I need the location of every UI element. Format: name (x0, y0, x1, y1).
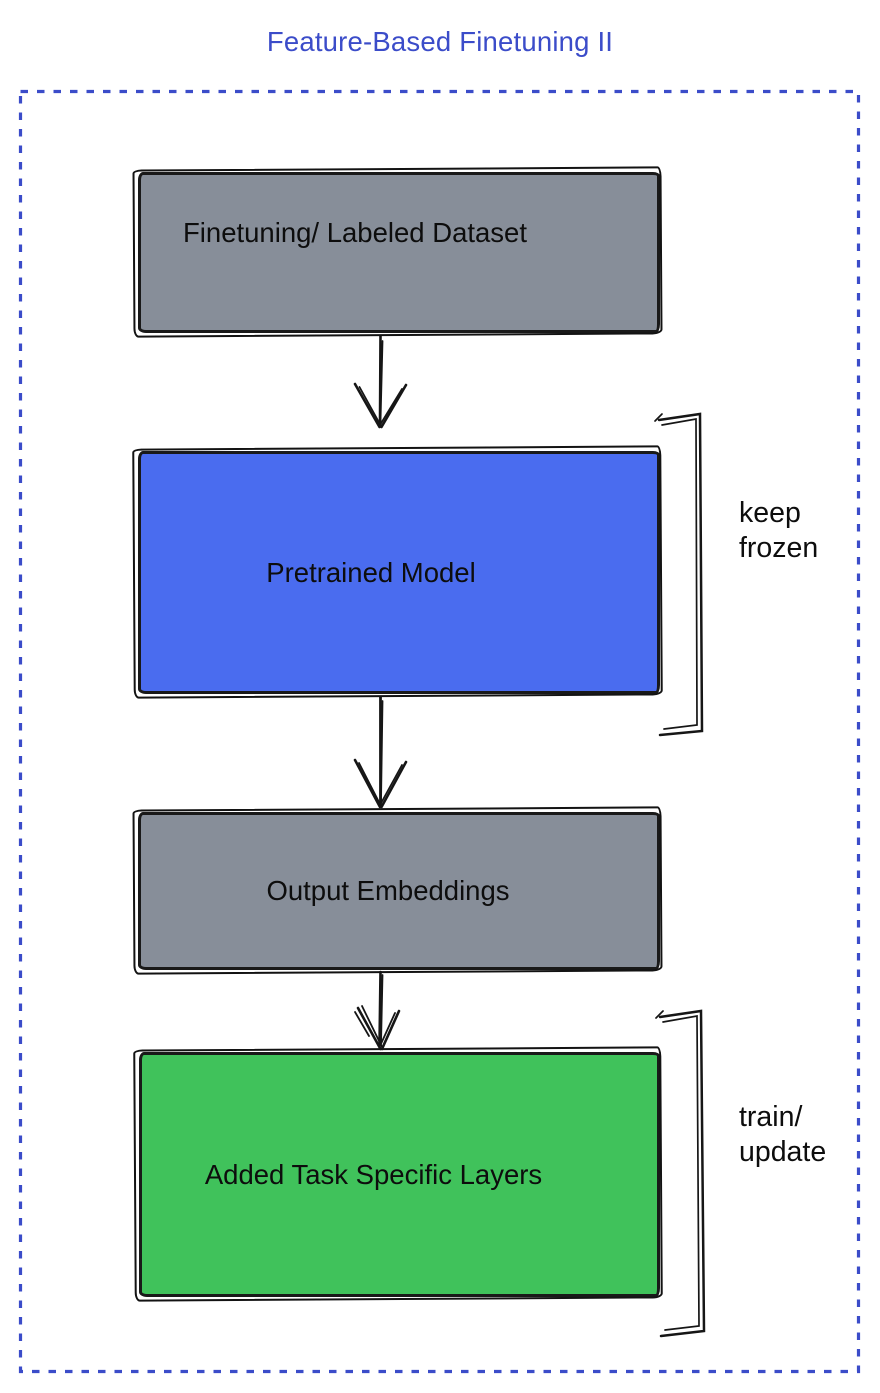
node-finetuning-dataset: Finetuning/ Labeled Dataset (138, 172, 660, 333)
node-output-embeddings: Output Embeddings (138, 812, 660, 970)
annotation-train-update: train/ update (739, 1101, 827, 1168)
node-pretrained-model-label: Pretrained Model (266, 556, 476, 588)
node-output-embeddings-label: Output Embeddings (266, 875, 510, 906)
bracket-keep-frozen (654, 412, 704, 737)
node-added-task-layers-label: Added Task Specific Layers (204, 1158, 543, 1190)
page-title: Feature-Based Finetuning II (266, 26, 614, 57)
node-finetuning-dataset-label: Finetuning/ Labeled Dataset (183, 217, 527, 248)
arrow-down-1 (353, 334, 408, 429)
node-pretrained-model: Pretrained Model (138, 451, 660, 694)
arrow-down-2 (353, 695, 408, 809)
annotation-keep-frozen: keep frozen (739, 497, 819, 564)
arrow-down-3 (354, 970, 401, 1051)
bracket-train-update (655, 1009, 706, 1338)
node-added-task-layers: Added Task Specific Layers (139, 1052, 660, 1297)
